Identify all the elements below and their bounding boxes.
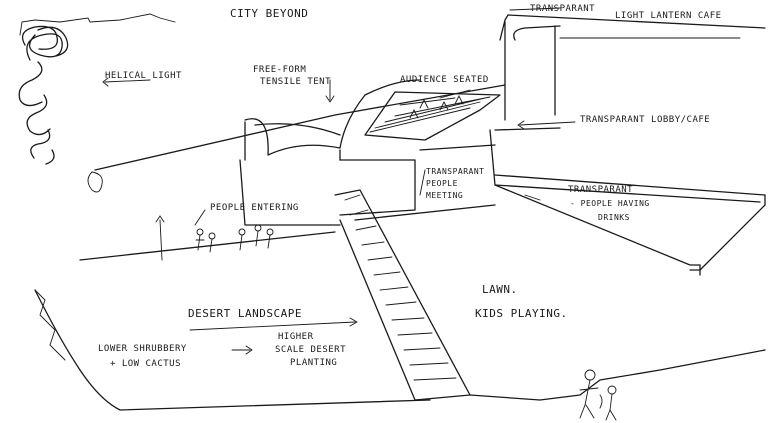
- label-drinks-1: TRANSPARANT: [568, 186, 633, 196]
- label-tensile-tent-2: TENSILE TENT: [260, 78, 331, 88]
- label-tensile-tent-1: FREE-FORM: [253, 66, 306, 76]
- label-lawn: LAWN.: [482, 284, 518, 296]
- label-desert-landscape: DESERT LANDSCAPE: [188, 308, 302, 320]
- label-drinks-3: DRINKS: [598, 214, 630, 223]
- label-helical-light: HELICAL LIGHT: [105, 72, 182, 82]
- label-shrubbery-1: LOWER SHRUBBERY: [98, 345, 187, 355]
- label-audience-seated: AUDIENCE SEATED: [400, 76, 489, 86]
- left-cliff: [35, 290, 65, 360]
- label-higher-planting-3: PLANTING: [290, 359, 337, 369]
- label-lobby-cafe: TRANSPARANT LOBBY/CAFE: [580, 116, 710, 126]
- label-people-meeting-3: MEETING: [426, 192, 463, 201]
- people-entering-figures: [156, 216, 273, 260]
- label-transparent-top: TRANSPARANT: [530, 5, 595, 15]
- kids-figures: [580, 370, 616, 420]
- helical-light-coil: [19, 26, 67, 164]
- helical-hook: [88, 172, 102, 192]
- ground-line-left: [80, 232, 335, 260]
- lantern-tower: [500, 8, 765, 120]
- label-higher-planting-2: SCALE DESERT: [275, 346, 346, 356]
- perspective-line-upper: [95, 85, 505, 170]
- main-podium: [240, 128, 700, 265]
- label-people-meeting-2: PEOPLE: [426, 180, 458, 189]
- label-kids-playing: KIDS PLAYING.: [475, 308, 568, 320]
- label-lantern-cafe: LIGHT LANTERN CAFE: [615, 12, 722, 22]
- label-people-entering: PEOPLE ENTERING: [210, 204, 299, 214]
- audience-seating: [365, 92, 500, 140]
- lawn-edge: [470, 350, 765, 400]
- label-drinks-2: - PEOPLE HAVING: [570, 200, 650, 209]
- ramp-stair: [335, 190, 470, 400]
- label-people-meeting-1: TRANSPARANT: [426, 168, 484, 177]
- label-city-beyond: CITY BEYOND: [230, 8, 308, 20]
- label-shrubbery-2: + LOW CACTUS: [110, 360, 181, 370]
- label-higher-planting-1: HIGHER: [278, 333, 314, 343]
- city-skyline: [20, 14, 175, 35]
